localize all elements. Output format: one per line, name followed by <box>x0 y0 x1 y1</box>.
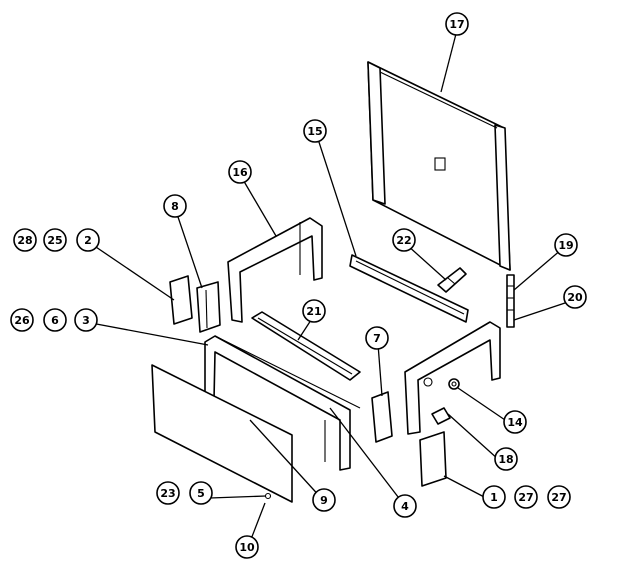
callout-c23a: 23 <box>156 481 180 505</box>
callout-number: 17 <box>449 18 464 31</box>
part-7-right-bracket <box>371 391 393 443</box>
callout-number: 14 <box>507 416 523 429</box>
part-15-rail <box>349 254 469 323</box>
callout-number: 2 <box>84 234 92 247</box>
callout-c4a: 4 <box>393 494 417 518</box>
part-16-upper-frame <box>227 217 323 323</box>
callout-c25a: 25 <box>43 228 67 252</box>
callout-number: 19 <box>558 239 573 252</box>
callout-c6a: 6 <box>43 308 67 332</box>
callout-circle <box>563 285 587 309</box>
part-2-small-panel <box>169 275 193 325</box>
callout-c15a: 15 <box>303 119 327 143</box>
callout-number: 23 <box>160 487 175 500</box>
leader-lines <box>90 29 572 548</box>
callout-circle <box>494 447 518 471</box>
callout-circle <box>76 228 100 252</box>
part-18-clip <box>431 407 451 425</box>
callout-circle <box>392 228 416 252</box>
callout-c9a: 9 <box>312 488 336 512</box>
callout-circle <box>503 410 527 434</box>
callout-number: 22 <box>396 234 411 247</box>
callout-c22a: 22 <box>392 228 416 252</box>
part-21-angled-panel <box>251 311 361 381</box>
callout-number: 16 <box>232 166 248 179</box>
callout-circle <box>189 481 213 505</box>
callout-number: 7 <box>373 332 381 345</box>
callout-c7a: 7 <box>365 326 389 350</box>
callout-c2a: 2 <box>76 228 100 252</box>
callout-number: 1 <box>490 491 498 504</box>
callout-number: 21 <box>306 305 321 318</box>
callout-number: 27 <box>551 491 566 504</box>
callout-c20a: 20 <box>563 285 587 309</box>
callout-c16a: 16 <box>228 160 252 184</box>
callout-number: 10 <box>239 541 255 554</box>
callout-number: 20 <box>567 291 583 304</box>
callout-circle <box>163 194 187 218</box>
part-17-rear-panel <box>367 61 511 271</box>
callout-circle <box>235 535 259 559</box>
right-lower-frame <box>404 321 501 435</box>
callout-circle <box>303 119 327 143</box>
callout-c3a: 3 <box>74 308 98 332</box>
callout-number: 28 <box>17 234 32 247</box>
callout-number: 6 <box>51 314 59 327</box>
callout-c19a: 19 <box>554 233 578 257</box>
callout-number: 4 <box>401 500 409 513</box>
callout-number: 25 <box>47 234 62 247</box>
callout-c1a: 1 <box>482 485 506 509</box>
callout-circle <box>514 485 538 509</box>
callout-number: 9 <box>320 494 328 507</box>
callout-c14a: 14 <box>503 410 527 434</box>
callout-c26a: 26 <box>10 308 34 332</box>
callout-c10a: 10 <box>235 535 259 559</box>
callout-circle <box>43 308 67 332</box>
part-22-bracket <box>437 267 467 293</box>
callout-circle <box>302 299 326 323</box>
callout-circle <box>43 228 67 252</box>
callout-c8a: 8 <box>163 194 187 218</box>
callout-number: 5 <box>197 487 205 500</box>
callout-number: 8 <box>171 200 179 213</box>
callout-circle <box>365 326 389 350</box>
callout-number: 26 <box>14 314 30 327</box>
callout-circle <box>554 233 578 257</box>
callout-c17a: 17 <box>445 12 469 36</box>
callout-c18a: 18 <box>494 447 518 471</box>
part-1-cover-panel <box>419 431 447 487</box>
callout-c21a: 21 <box>302 299 326 323</box>
callout-circle <box>393 494 417 518</box>
callout-c27a: 27 <box>514 485 538 509</box>
callout-circle <box>228 160 252 184</box>
callout-c27b: 27 <box>547 485 571 509</box>
callout-circle <box>74 308 98 332</box>
callout-number: 27 <box>518 491 533 504</box>
front-kick-panel <box>151 364 293 503</box>
callout-circle <box>312 488 336 512</box>
callout-circle <box>445 12 469 36</box>
part-8-side-bracket <box>196 281 221 333</box>
part-14-washer <box>448 378 460 390</box>
callout-circle <box>13 228 37 252</box>
callout-number: 3 <box>82 314 90 327</box>
callout-circle <box>156 481 180 505</box>
callout-number: 18 <box>498 453 513 466</box>
callout-circle <box>547 485 571 509</box>
callout-c5a: 5 <box>189 481 213 505</box>
callout-c28a: 28 <box>13 228 37 252</box>
callout-circle <box>10 308 34 332</box>
part-19-rod <box>506 274 515 328</box>
callout-circle <box>482 485 506 509</box>
callout-number: 15 <box>307 125 322 138</box>
